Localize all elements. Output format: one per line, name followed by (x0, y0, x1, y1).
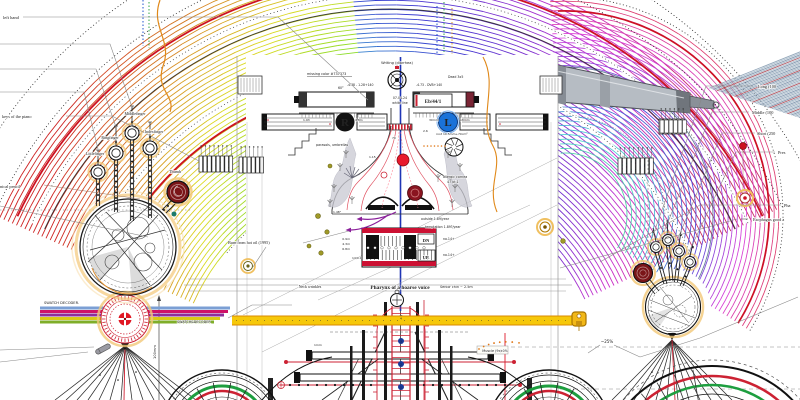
corner-hatch (556, 0, 800, 118)
hands (71, 105, 705, 339)
label-allergic: allergic cornea (443, 175, 467, 179)
label-pha: Pha (784, 203, 791, 208)
label-dn: DN (423, 238, 430, 243)
label-short: Short (250 (757, 131, 775, 136)
label-long: Long (100 (758, 84, 776, 89)
label-indexfinger: Indexfinger (145, 129, 164, 134)
dim-193: 1.93 (303, 118, 310, 122)
label-outside: outside 1.89/year (421, 217, 450, 221)
label-middlefinger: Middlefinger (124, 111, 146, 116)
telescope-drawing (547, 62, 720, 114)
tower-floor-3: 3 (400, 340, 402, 344)
label-left-hand: left hand (3, 15, 20, 20)
dim-70: 70 (392, 136, 396, 140)
letter-r: R (341, 117, 350, 129)
label-1mm: 1mm (314, 343, 322, 347)
label-senior-chin: Senior chin ~ 2.5m (440, 285, 473, 289)
pencil-sketch (95, 343, 111, 355)
tower-floor-2: 2 (400, 363, 402, 367)
label-writing: Writing (diarrhea) (381, 61, 413, 65)
leader-lines (0, 16, 799, 363)
dim-18mm: 18mm (460, 118, 470, 122)
label-white-line: white line (392, 101, 408, 105)
label-thumb: Thumb (169, 169, 181, 174)
label-burn: Burn from hot oil (1995) (228, 240, 270, 245)
label-ringfinger: Ringfinger (101, 135, 119, 140)
label-25pct: ~25% (601, 339, 613, 344)
label-missing-color: missing color #737373 (307, 72, 346, 76)
dim-68m: 6.8m (342, 247, 350, 251)
label-esophagus: Esophagus good a (753, 217, 784, 222)
dim-148deg: 1.48° (333, 210, 342, 214)
tower-floor-1: 1 (400, 386, 402, 390)
label-date: 07.04.24 (393, 96, 407, 100)
dim-30mm: 30mm (429, 118, 439, 122)
label-mechanical-pencil: nical pencil (0, 184, 21, 189)
dim-48m: 4.8m (355, 118, 363, 122)
label-neck-wrinkles: Neck wrinkles (299, 285, 322, 289)
label-swatch-decoder-right: SWATCH&DECODER (177, 320, 211, 324)
dim-26: 2.6 (423, 129, 428, 133)
label-no14-a: no.14+ (443, 237, 455, 241)
label-dead: Dead 3x5 (448, 75, 463, 79)
label-keys-of-piano: keys of the piano (2, 114, 31, 119)
label-meas-1: -4.38 - 1.28+140 (347, 83, 374, 87)
letter-l: L (444, 117, 451, 129)
piano-keys (198, 108, 686, 175)
dim-115: 1.15 (369, 155, 376, 159)
annotation-texts: left hand keys of the piano nical pencil Li… (0, 14, 791, 390)
swatch-decoder-dial (96, 290, 154, 348)
label-100mm: 100mm (153, 345, 157, 359)
dim-1409: 14/0.9 (352, 256, 362, 260)
label-eb: Eb/44/1 (425, 100, 442, 105)
label-muscle: Muscle (9s) (482, 349, 502, 353)
label-pharynx: Pharynx of a hoarse voice (370, 285, 430, 291)
label-pres: Pres (778, 150, 786, 155)
label-parasols: parasols, umbrellas (316, 143, 349, 147)
label-littlefinger: Littlefinger (86, 151, 105, 156)
label-0pct: ±0% (500, 349, 508, 353)
label-middle: Middle (100 (752, 110, 773, 115)
label-no14-b: no.14+ (443, 253, 455, 257)
label-temptation: temptation 1.89?/year (425, 225, 461, 229)
dim-43m: 4.3m (342, 242, 350, 246)
tower-floor-4: 4 (400, 317, 402, 321)
label-allergic-2: 47 pt.1 (447, 180, 459, 184)
label-60deg: 60° (338, 86, 344, 90)
label-root: root 10.5mm+70cm² (436, 132, 468, 136)
label-swatch-decoder-left: SWATCH DECODER. (44, 301, 79, 305)
label-meas-2: -4.73 - DVB+140 (416, 83, 442, 87)
label-up: UP. (423, 255, 430, 260)
dim-09m: 0.9m (342, 237, 350, 241)
